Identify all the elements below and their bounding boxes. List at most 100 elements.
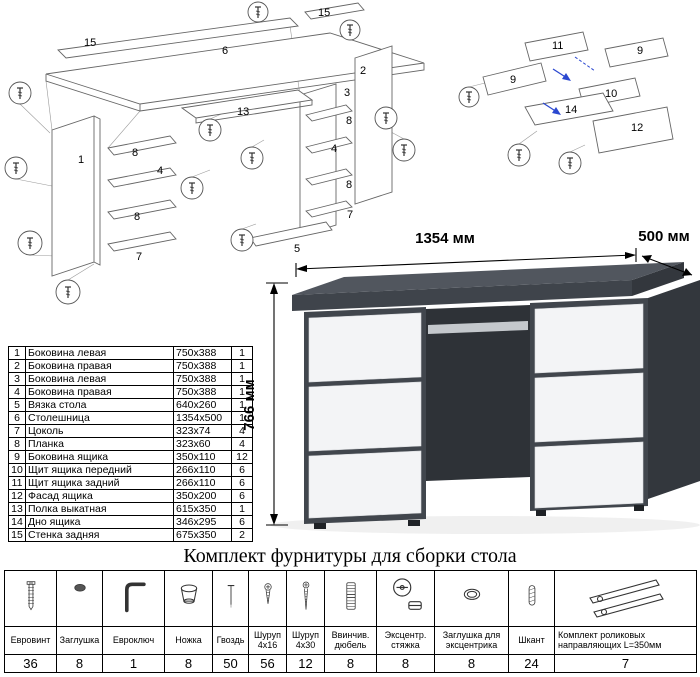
part-number-labels: 11 9 9 10 14 12 <box>510 40 643 134</box>
desktop-surface <box>292 262 684 295</box>
hardware-qty: 8 <box>376 654 435 673</box>
part-number: 15 <box>8 528 26 542</box>
part-label: 15 <box>318 7 330 19</box>
hardware-name: Шуруп 4x30 <box>286 626 325 655</box>
part-qty: 1 <box>231 372 253 386</box>
part-label: 14 <box>565 104 577 116</box>
part-size: 266x110 <box>173 476 232 490</box>
confirmat-screw-icon <box>26 581 35 611</box>
hardware-name: Ножка <box>164 626 213 655</box>
parts-list-table: 1 Боковина левая 750x388 1 2 Боковина пр… <box>8 346 253 542</box>
part-qty: 4 <box>231 424 253 438</box>
part-qty: 6 <box>231 515 253 529</box>
hardware-name: Эксцентр. стяжка <box>376 626 435 655</box>
part-label: 10 <box>605 88 617 100</box>
table-row: 13 Полка выкатная 615x350 1 <box>8 502 253 516</box>
part-qty: 1 <box>231 502 253 516</box>
part-size: 615x350 <box>173 502 232 516</box>
part-label: 8 <box>346 115 352 127</box>
table-row: 12 Фасад ящика 350x200 6 <box>8 489 253 503</box>
part-size: 323x74 <box>173 424 232 438</box>
part-number: 7 <box>8 424 26 438</box>
desk-body <box>292 262 700 529</box>
hardware-icon-cell <box>248 570 287 627</box>
part-name: Боковина ящика <box>25 450 174 464</box>
part-number: 6 <box>8 411 26 425</box>
hardware-name: Шкант <box>508 626 555 655</box>
hardware-icon-cell <box>376 570 435 627</box>
screw-in-dowel-icon <box>345 582 356 610</box>
part-qty: 6 <box>231 489 253 503</box>
hardware-icon-cell <box>434 570 509 627</box>
hardware-name: Гвоздь <box>212 626 249 655</box>
hardware-qty: 8 <box>56 654 103 673</box>
part-number: 5 <box>8 398 26 412</box>
dimension-arrowheads <box>270 252 692 525</box>
part-name: Боковина правая <box>25 359 174 373</box>
depth-dimension-label: 500 мм <box>638 228 689 245</box>
keyboard-tray <box>428 321 528 334</box>
part-label: 9 <box>510 74 516 86</box>
part-label: 6 <box>222 45 228 57</box>
hardware-name: Ввинчив. дюбель <box>324 626 377 655</box>
part-size: 350x200 <box>173 489 232 503</box>
hardware-callouts <box>458 86 582 175</box>
desktop-front-edge <box>292 280 632 311</box>
part-name: Щит ящика задний <box>25 476 174 490</box>
screw-long-icon <box>302 581 309 610</box>
hex-key-icon <box>124 582 146 613</box>
part-label: 8 <box>346 179 352 191</box>
part-number: 11 <box>8 476 26 490</box>
main-exploded-diagram: 15 6 15 2 1 8 4 13 8 7 3 8 4 8 7 5 <box>4 1 425 305</box>
hardware-name: Шуруп 4x16 <box>248 626 287 655</box>
exploded-panels <box>45 2 425 277</box>
part-name: Боковина правая <box>25 385 174 399</box>
hardware-qty: 8 <box>434 654 509 673</box>
hardware-callouts <box>4 1 416 305</box>
part-name: Планка <box>25 437 174 451</box>
part-name: Щит ящика передний <box>25 463 174 477</box>
part-label: 8 <box>134 211 140 223</box>
hardware-qty: 24 <box>508 654 555 673</box>
table-row: 15 Стенка задняя 675x350 2 <box>8 528 253 542</box>
part-number: 9 <box>8 450 26 464</box>
nail-icon <box>227 585 234 608</box>
hardware-qty: 12 <box>286 654 325 673</box>
table-row: 3 Боковина левая 750x388 1 <box>8 372 253 386</box>
hardware-icon-cell <box>554 570 697 627</box>
part-label: 3 <box>344 87 350 99</box>
drawer-exploded-diagram: 11 9 9 10 14 12 <box>458 31 674 175</box>
part-size: 750x388 <box>173 346 232 360</box>
part-size: 350x110 <box>173 450 232 464</box>
part-label: 5 <box>294 243 300 255</box>
table-row: 1 Боковина левая 750x388 1 <box>8 346 253 360</box>
hardware-name: Евровинт <box>4 626 57 655</box>
table-row: 7 Цоколь 323x74 4 <box>8 424 253 438</box>
part-number: 3 <box>8 372 26 386</box>
part-size: 1354x500 <box>173 411 232 425</box>
part-number: 4 <box>8 385 26 399</box>
hardware-icon-cell <box>56 570 103 627</box>
part-label: 4 <box>157 165 163 177</box>
part-size: 640x260 <box>173 398 232 412</box>
hardware-kit-table: Евровинт Заглушка Евроключ Ножка Гвоздь … <box>4 570 697 673</box>
part-size: 750x388 <box>173 385 232 399</box>
drawer-fronts <box>308 303 644 519</box>
hardware-icon-cell <box>212 570 249 627</box>
hardware-qty: 7 <box>554 654 697 673</box>
part-label: 12 <box>631 122 643 134</box>
part-name: Вязка стола <box>25 398 174 412</box>
table-row: 4 Боковина правая 750x388 1 <box>8 385 253 399</box>
hardware-kit-title: Комплект фурнитуры для сборки стола <box>183 545 517 567</box>
table-row: 2 Боковина правая 750x388 1 <box>8 359 253 373</box>
part-number-labels: 15 6 15 2 1 8 4 13 8 7 3 8 4 8 7 5 <box>78 7 366 263</box>
part-label: 8 <box>132 147 138 159</box>
part-name: Цоколь <box>25 424 174 438</box>
hardware-icon-cell <box>286 570 325 627</box>
part-size: 266x110 <box>173 463 232 477</box>
part-qty: 6 <box>231 476 253 490</box>
part-label: 13 <box>237 106 249 118</box>
part-name: Стенка задняя <box>25 528 174 542</box>
part-qty: 6 <box>231 463 253 477</box>
